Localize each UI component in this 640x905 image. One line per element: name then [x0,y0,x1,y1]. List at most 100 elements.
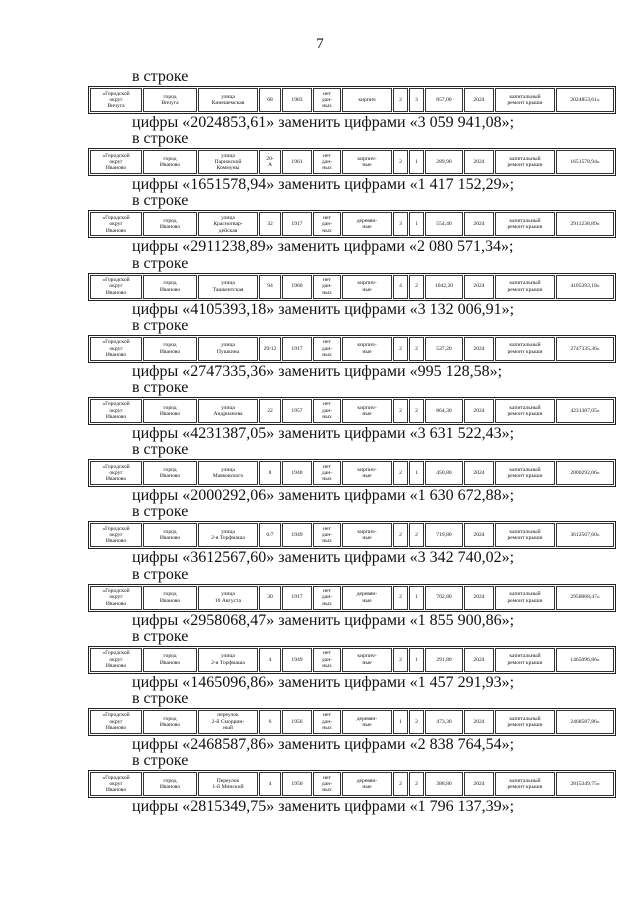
cell-municipality: «Городской округ Иваново [90,274,142,299]
cell-year-built: 1957 [282,398,312,423]
cell-work-type: капитальный ремонт крыши [495,523,555,548]
cell-street: улица Красногвар- дейская [198,212,258,237]
cell-settlement: город Иваново [143,585,197,610]
cell-municipality: «Городской округ Иваново [90,647,142,672]
cell-house-number: 32 [259,212,281,237]
in-row-label: в строке [132,503,189,521]
replacement-text: цифры «2911238,89» заменить цифрами «2 0… [132,238,514,256]
cell-no-data: нет дан- ных [313,150,341,175]
in-row-label: в строке [132,68,189,85]
cell-year: 2024 [464,647,494,672]
cell-entrances: 1 [409,212,424,237]
cell-house-number: 30 [259,585,281,610]
cell-settlement: город Иваново [143,274,197,299]
cell-year-built: 1917 [282,585,312,610]
cell-entrances: 2 [409,274,424,299]
replacement-text: цифры «4105393,18» заменить цифрами «3 1… [132,300,515,318]
cell-settlement: город Иваново [143,647,197,672]
cell-entrances: 2 [409,772,424,797]
cell-municipality: «Городской округ Иваново [90,585,142,610]
cell-entrances: 1 [409,150,424,175]
cell-floors: 2 [393,336,408,361]
replacement-text: цифры «2024853,61» заменить цифрами «3 0… [132,114,515,131]
cell-year: 2024 [464,523,494,548]
cell-municipality: «Городской округ Иваново [90,772,142,797]
cell-cost: 4231387,05» [556,398,614,423]
page-number: 7 [316,36,324,52]
cell-street: улица Парижской Коммуны [198,150,258,175]
cell-floors: 2 [393,88,408,112]
replacement-text: цифры «2468587,86» заменить цифрами «2 8… [132,735,515,753]
cell-year-built: 1949 [282,647,312,672]
cell-cost: 2000292,06» [556,461,614,486]
in-row-label: в строке [132,130,189,148]
cell-street: улица 2-я Торфмаша [198,523,258,548]
cell-cost: 2815349,75» [556,772,614,797]
cell-no-data: нет дан- ных [313,647,341,672]
cell-cost: 2468587,86» [556,709,614,734]
cell-wall-material: деревян- ные [342,772,392,797]
cell-house-number: 8 [259,461,281,486]
cell-house-number: 6 [259,709,281,734]
cell-area: 702,80 [425,585,463,610]
cell-work-type: капитальный ремонт крыши [495,709,555,734]
cell-no-data: нет дан- ных [313,336,341,361]
cell-municipality: «Городской округ Иваново [90,212,142,237]
cell-house-number: 6/7 [259,523,281,548]
cell-cost: 2958068,47» [556,585,614,610]
cell-street: улица Ташкентская [198,274,258,299]
cell-wall-material: кирпич- ные [342,523,392,548]
cell-wall-material: деревян- ные [342,212,392,237]
cell-entrances: 2 [409,336,424,361]
cell-area: 388,80 [425,772,463,797]
cell-area: 289,90 [425,150,463,175]
cell-floors: 3 [393,212,408,237]
cell-wall-material: кирпич- ные [342,150,392,175]
cell-entrances: 1 [409,585,424,610]
cell-year-built: 1940 [282,461,312,486]
cell-no-data: нет дан- ных [313,212,341,237]
cell-wall-material: кирпич [342,88,392,112]
cell-year: 2024 [464,709,494,734]
cell-entrances: 2 [409,398,424,423]
cell-cost: 2747335,36» [556,336,614,361]
cell-house-number: 20- А [259,150,281,175]
cell-year: 2024 [464,461,494,486]
cell-municipality: «Городской округ Иваново [90,709,142,734]
cell-year: 2024 [464,772,494,797]
cell-street: улица Кинешемская [198,88,258,112]
cell-area: 291,80 [425,647,463,672]
replacement-text: цифры «1465096,86» заменить цифрами «1 4… [132,673,515,691]
cell-street: улица Маяковского [198,461,258,486]
cell-area: 864,30 [425,398,463,423]
cell-year-built: 1960 [282,274,312,299]
replacement-text: цифры «2815349,75» заменить цифрами «1 7… [132,798,515,816]
cell-settlement: город Иваново [143,523,197,548]
cell-no-data: нет дан- ных [313,772,341,797]
in-row-label: в строке [132,627,189,645]
cell-floors: 2 [393,523,408,548]
cell-area: 527,20 [425,336,463,361]
replacement-text: цифры «2000292,06» заменить цифрами «1 6… [132,487,515,505]
cell-floors: 2 [393,585,408,610]
replacement-text: цифры «4231387,05» заменить цифрами «3 6… [132,424,515,442]
in-row-label: в строке [132,316,189,334]
cell-work-type: капитальный ремонт крыши [495,647,555,672]
cell-municipality: «Городской округ Иваново [90,336,142,361]
replacement-text: цифры «2747335,36» заменить цифрами «995… [132,362,503,380]
cell-floors: 2 [393,398,408,423]
cell-year-built: 1950 [282,772,312,797]
